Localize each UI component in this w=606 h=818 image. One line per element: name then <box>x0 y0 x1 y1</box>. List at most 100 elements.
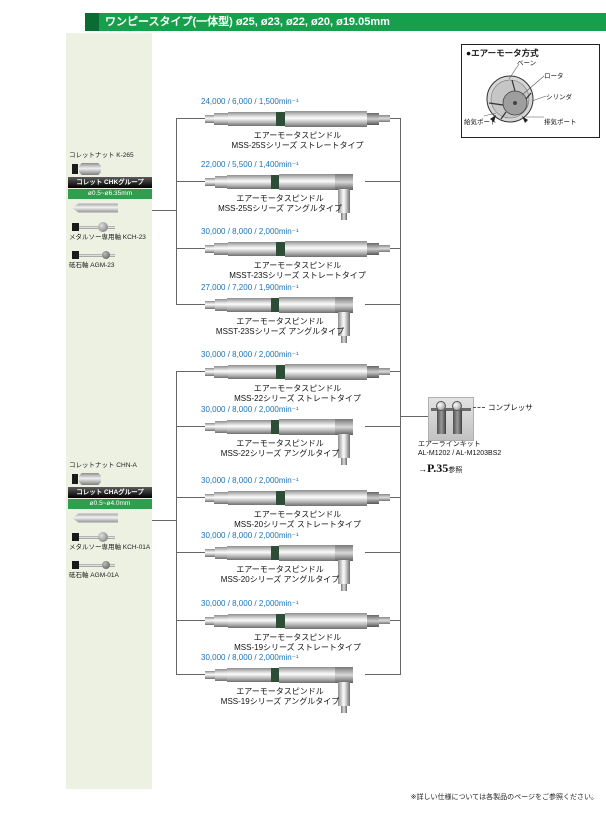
connector-line <box>177 181 205 182</box>
air-line-kit-models: AL-M1202 / AL-M1203BS2 <box>418 450 502 457</box>
speed-spec: 27,000 / 7,200 / 1,900min⁻¹ <box>201 283 299 292</box>
cylinder-label: シリンダ <box>546 94 572 101</box>
connector-line <box>365 426 400 427</box>
saw-arbor-caption: メタルソー専用軸 KCH-01A <box>69 544 151 551</box>
exhaust-port-label: 排気ポート <box>544 119 577 126</box>
product-name: エアーモータスピンドル <box>253 131 342 140</box>
connector-line <box>400 118 401 675</box>
connector-line <box>177 118 205 119</box>
speed-spec: 22,000 / 5,500 / 1,400min⁻¹ <box>201 160 299 169</box>
product-series: MSS-19シリーズ アングルタイプ <box>220 696 340 706</box>
collet-icon <box>72 202 118 214</box>
collet-nut-caption: コレットナット CHN-A <box>69 462 137 469</box>
intake-port-label: 給気ポート <box>464 119 497 126</box>
product-name: エアーモータスピンドル <box>253 261 342 270</box>
wheel-arbor-caption: 砥石軸 AGM-01A <box>69 572 119 579</box>
speed-spec: 30,000 / 8,000 / 2,000min⁻¹ <box>201 476 299 485</box>
compressor-dashed-line <box>473 407 485 408</box>
spindle-image <box>205 416 390 465</box>
spindle-image <box>205 610 390 630</box>
saw-arbor-icon <box>72 221 118 233</box>
connector-line <box>177 674 205 675</box>
speed-spec: 30,000 / 8,000 / 2,000min⁻¹ <box>201 227 299 236</box>
collet-group-label: コレット CHAグループ <box>68 487 152 498</box>
product-series: MSS-25Sシリーズ ストレートタイプ <box>231 140 364 150</box>
connector-line <box>365 552 400 553</box>
vane-label: ベーン <box>517 60 537 67</box>
speed-spec: 24,000 / 6,000 / 1,500min⁻¹ <box>201 97 299 106</box>
compressor-label: コンプレッサ <box>488 403 533 412</box>
product-series: MSS-22シリーズ ストレートタイプ <box>234 393 361 403</box>
spindle-image <box>205 171 390 220</box>
wheel-arbor-icon <box>72 559 118 571</box>
page-reference-link[interactable]: →P.35参照 <box>418 459 462 477</box>
connector-line <box>390 118 400 119</box>
connector-line <box>177 497 205 498</box>
speed-spec: 30,000 / 8,000 / 2,000min⁻¹ <box>201 599 299 608</box>
accessory-group-cha: コレットナット CHN-A コレット CHAグループ ø0.5~ø4.0mm メ… <box>68 462 152 580</box>
footer-note: ※詳しい仕様については各製品のページをご参照ください。 <box>410 794 598 801</box>
section-header: ワンピースタイプ(一体型) ø25, ø23, ø22, ø20, ø19.05… <box>85 13 606 31</box>
air-motor-box: ●エアーモータ方式 ベーン ロータ シリンダ 給気ポート 排気ポート <box>461 44 600 138</box>
accessory-group-chk: コレットナット K-265 コレット CHKグループ ø0.5~ø6.35mm … <box>68 152 152 270</box>
spindle-image <box>205 294 390 343</box>
connector-line <box>390 248 400 249</box>
spindle-image <box>205 108 390 128</box>
connector-line <box>365 181 400 182</box>
collet-nut-icon <box>72 473 102 485</box>
reference-suffix: 参照 <box>448 467 463 474</box>
reference-page-number: P.35 <box>427 461 449 475</box>
product-name: エアーモータスピンドル <box>236 439 324 448</box>
product-name: エアーモータスピンドル <box>253 510 342 519</box>
connector-line <box>177 552 205 553</box>
product-series: MSS-22シリーズ アングルタイプ <box>220 448 340 458</box>
header-accent-square <box>85 13 99 31</box>
wheel-arbor-icon <box>72 249 118 261</box>
product-series: MSS-25Sシリーズ アングルタイプ <box>218 203 342 213</box>
connector-line <box>177 620 205 621</box>
speed-spec: 30,000 / 8,000 / 2,000min⁻¹ <box>201 653 299 662</box>
spindle-image <box>205 238 390 258</box>
air-line-kit-image <box>428 397 474 441</box>
spindle-image <box>205 542 390 591</box>
connector-line <box>390 497 400 498</box>
saw-arbor-caption: メタルソー専用軸 KCH-23 <box>69 234 146 241</box>
collet-nut-icon <box>72 163 102 175</box>
sidebar-background <box>66 33 152 789</box>
collet-icon <box>72 512 118 524</box>
connector-line <box>365 304 400 305</box>
product-series: MSST-23Sシリーズ アングルタイプ <box>215 326 345 336</box>
connector-line <box>177 248 205 249</box>
speed-spec: 30,000 / 8,000 / 2,000min⁻¹ <box>201 350 299 359</box>
connector-line <box>176 118 177 305</box>
spindle-image <box>205 487 390 507</box>
wheel-arbor-caption: 砥石軸 AGM-23 <box>69 262 115 269</box>
saw-arbor-icon <box>72 531 118 543</box>
product-name: エアーモータスピンドル <box>236 194 324 203</box>
connector-line <box>401 416 428 417</box>
connector-line <box>152 210 177 211</box>
speed-spec: 30,000 / 8,000 / 2,000min⁻¹ <box>201 531 299 540</box>
arrow-icon: → <box>418 464 427 474</box>
product-series: MSS-19シリーズ ストレートタイプ <box>234 642 361 652</box>
speed-spec: 30,000 / 8,000 / 2,000min⁻¹ <box>201 405 299 414</box>
connector-line <box>390 620 400 621</box>
air-motor-diagram <box>483 63 547 123</box>
page-title: ワンピースタイプ(一体型) ø25, ø23, ø22, ø20, ø19.05… <box>105 16 390 28</box>
product-name: エアーモータスピンドル <box>236 317 324 326</box>
product-name: エアーモータスピンドル <box>236 565 324 574</box>
collet-nut-caption: コレットナット K-265 <box>69 152 134 159</box>
product-name: エアーモータスピンドル <box>253 384 342 393</box>
collet-range-label: ø0.5~ø6.35mm <box>68 189 152 199</box>
connector-line <box>152 520 177 521</box>
